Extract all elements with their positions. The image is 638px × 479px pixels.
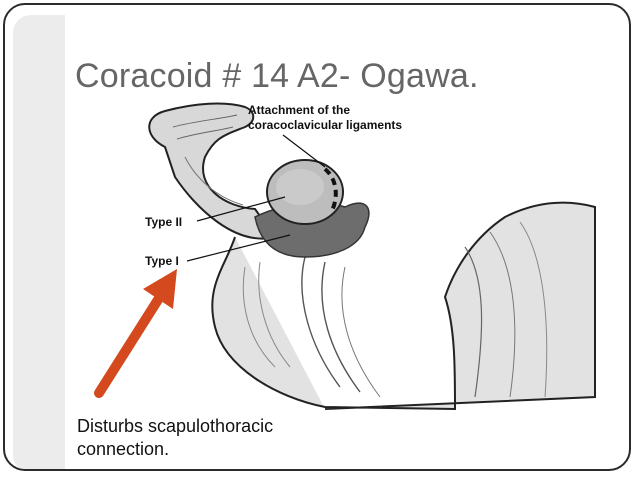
label-attachment: Attachment of the coracoclavicular ligam…	[248, 103, 403, 132]
label-type1: Type I	[145, 254, 179, 268]
slide-left-band	[13, 15, 65, 469]
slide-title: Coracoid # 14 A2- Ogawa.	[75, 57, 479, 95]
ligament-attachment-line	[323, 167, 338, 214]
label-type2: Type II	[145, 215, 183, 229]
slide-caption: Disturbs scapulothoracic connection.	[77, 416, 274, 459]
coracoid-hook	[148, 102, 277, 240]
scapula-body	[211, 201, 596, 411]
slide-frame: Coracoid # 14 A2- Ogawa. Attachment of t…	[3, 3, 631, 471]
coracoid-illustration	[148, 102, 596, 411]
arrow-up-right-icon	[94, 269, 177, 398]
